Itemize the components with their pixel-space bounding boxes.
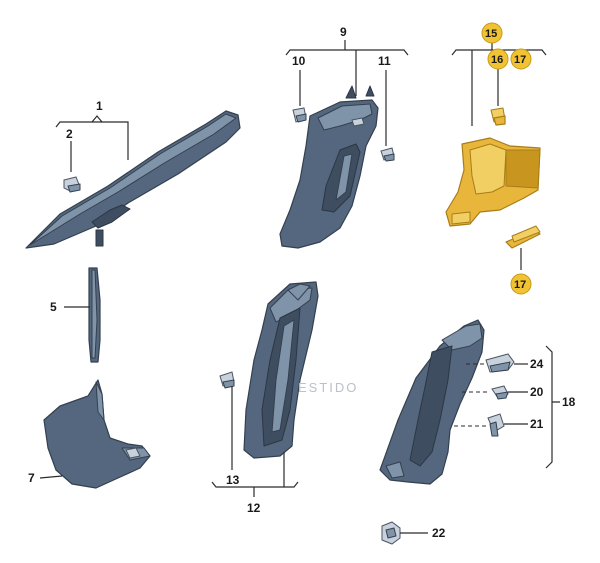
leader-1 <box>55 115 129 160</box>
nut-part-22 <box>381 521 401 545</box>
leader-9 <box>285 40 409 96</box>
callout-18: 18 <box>562 395 576 409</box>
callout-11: 11 <box>378 54 391 68</box>
highlighted-trim-part-15 <box>445 137 541 227</box>
callout-9: 9 <box>340 25 347 39</box>
leader-18 <box>545 345 560 469</box>
callout-20: 20 <box>530 385 544 399</box>
b-pillar-upper-trim-part-9 <box>279 85 379 249</box>
callout-17-top-circle <box>510 48 532 70</box>
callout-17-bottom-circle <box>510 273 532 295</box>
callout-21: 21 <box>530 417 544 431</box>
callout-22: 22 <box>432 526 446 540</box>
weatherstrip-part-5 <box>88 267 101 363</box>
callout-17-top: 17 <box>514 54 526 66</box>
callout-17-bottom: 17 <box>514 279 526 291</box>
leader-12 <box>211 452 299 497</box>
clip-part-16 <box>490 107 506 126</box>
callout-5: 5 <box>50 300 57 314</box>
c-pillar-trim-part-18 <box>379 319 485 485</box>
callout-10: 10 <box>292 54 306 68</box>
kick-panel-part-7 <box>43 379 151 489</box>
callout-16-circle <box>487 48 509 70</box>
callout-7: 7 <box>28 471 35 485</box>
callout-24: 24 <box>530 357 544 371</box>
callout-15: 15 <box>485 28 497 40</box>
callout-2: 2 <box>66 127 73 141</box>
callout-12: 12 <box>247 501 261 515</box>
callout-16: 16 <box>491 54 503 66</box>
clip-part-24 <box>485 353 515 373</box>
clip-part-13 <box>219 371 235 389</box>
clip-part-2 <box>63 176 81 193</box>
leader-7 <box>39 475 63 479</box>
strip-part-17 <box>505 225 541 249</box>
b-pillar-lower-trim-part-12 <box>243 281 319 459</box>
callout-15-circle <box>481 22 503 44</box>
callout-13: 13 <box>226 473 240 487</box>
clip-part-21 <box>487 413 505 437</box>
clip-part-10 <box>292 107 307 123</box>
clip-part-11 <box>380 147 395 162</box>
a-pillar-trim-part-1 <box>25 110 241 249</box>
callout-1: 1 <box>96 99 103 113</box>
clip-part-20 <box>491 385 509 400</box>
watermark: ESTIDO <box>298 380 358 395</box>
